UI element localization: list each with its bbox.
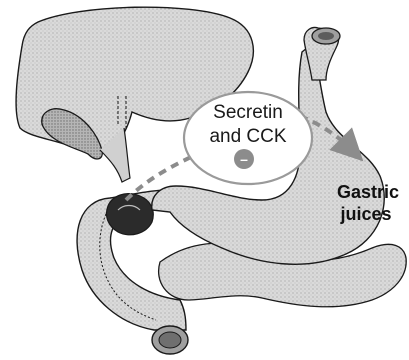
target-label-line2: juices bbox=[339, 204, 391, 224]
hormone-label-line1: Secretin bbox=[213, 102, 283, 123]
target-label-line1: Gastric bbox=[337, 182, 399, 202]
pyloric-sphincter bbox=[106, 194, 153, 235]
hormone-label-line2: and CCK bbox=[209, 126, 286, 147]
inhibit-sign: – bbox=[240, 151, 248, 167]
